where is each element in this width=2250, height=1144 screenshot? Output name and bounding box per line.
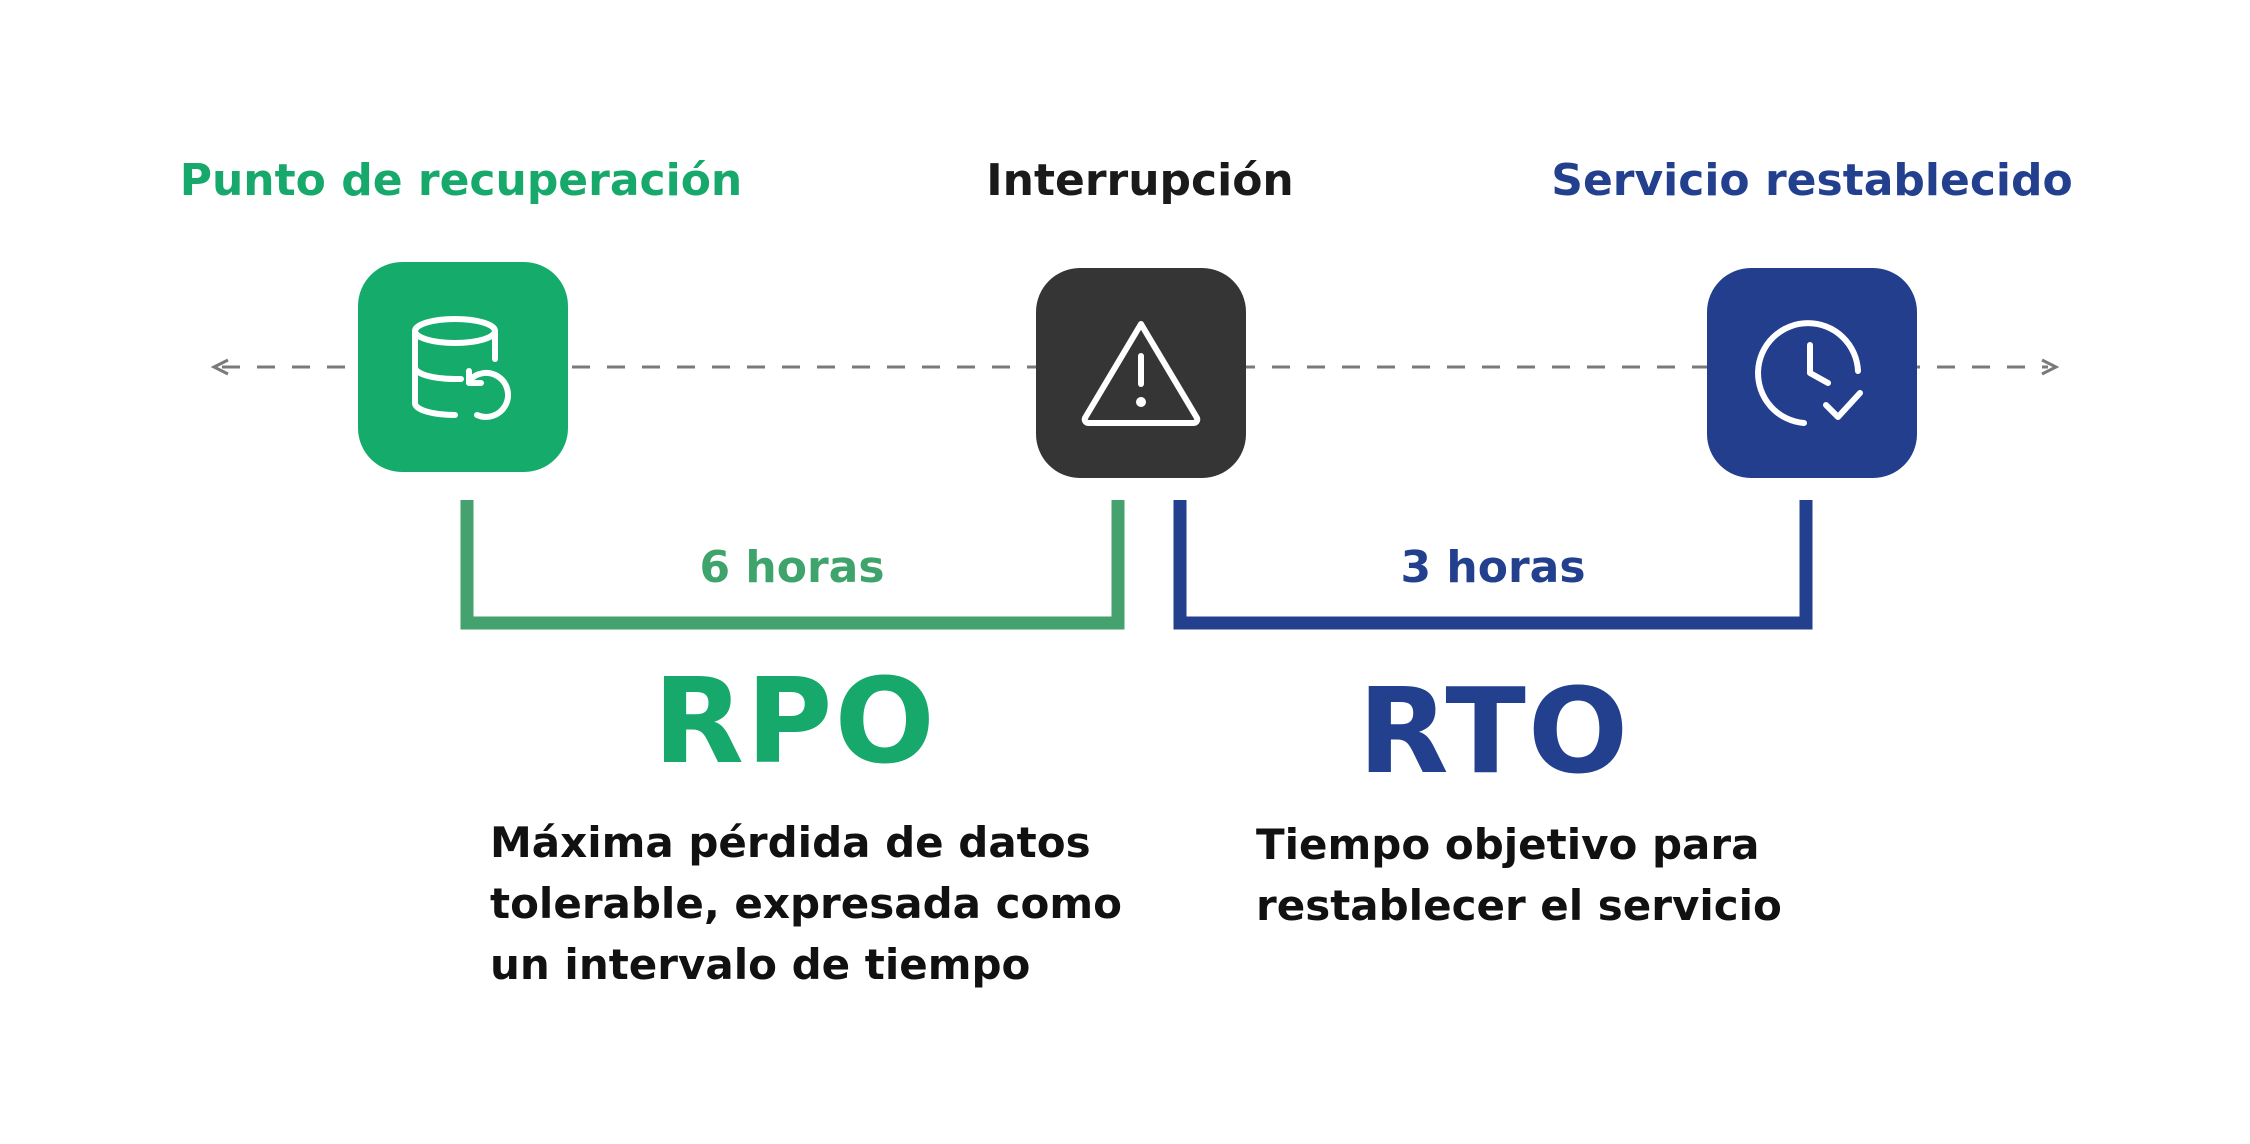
rpo-description: Máxima pérdida de datos tolerable, expre… — [490, 812, 1122, 995]
rpo-bracket — [460, 500, 1125, 630]
interruption-node — [1036, 268, 1246, 478]
database-restore-icon — [412, 316, 511, 420]
rto-description-line: restablecer el servicio — [1256, 881, 1782, 930]
recovery-point-label: Punto de recuperación — [179, 155, 743, 206]
rto-description-line: Tiempo objetivo para — [1256, 820, 1760, 869]
rpo-description-line: tolerable, expresada como — [490, 879, 1122, 928]
service-restored-label: Servicio restablecido — [1551, 155, 2073, 206]
clock-check-icon — [1755, 320, 1863, 426]
timeline-right-arrow — [2041, 358, 2060, 376]
rpo-duration: 6 horas — [699, 542, 885, 593]
service-restored-node — [1707, 268, 1917, 478]
rpo-title: RPO — [653, 652, 937, 790]
rto-bracket — [1173, 500, 1813, 630]
timeline-left-arrow — [210, 358, 229, 376]
rpo-description-line: un intervalo de tiempo — [490, 940, 1031, 989]
recovery-point-node — [358, 262, 568, 472]
rto-duration: 3 horas — [1400, 542, 1586, 593]
rto-title: RTO — [1357, 662, 1631, 800]
rto-description: Tiempo objetivo para restablecer el serv… — [1256, 814, 1782, 936]
rpo-description-line: Máxima pérdida de datos — [490, 818, 1091, 867]
interruption-label: Interrupción — [986, 155, 1294, 206]
warning-triangle-icon — [1081, 321, 1201, 426]
